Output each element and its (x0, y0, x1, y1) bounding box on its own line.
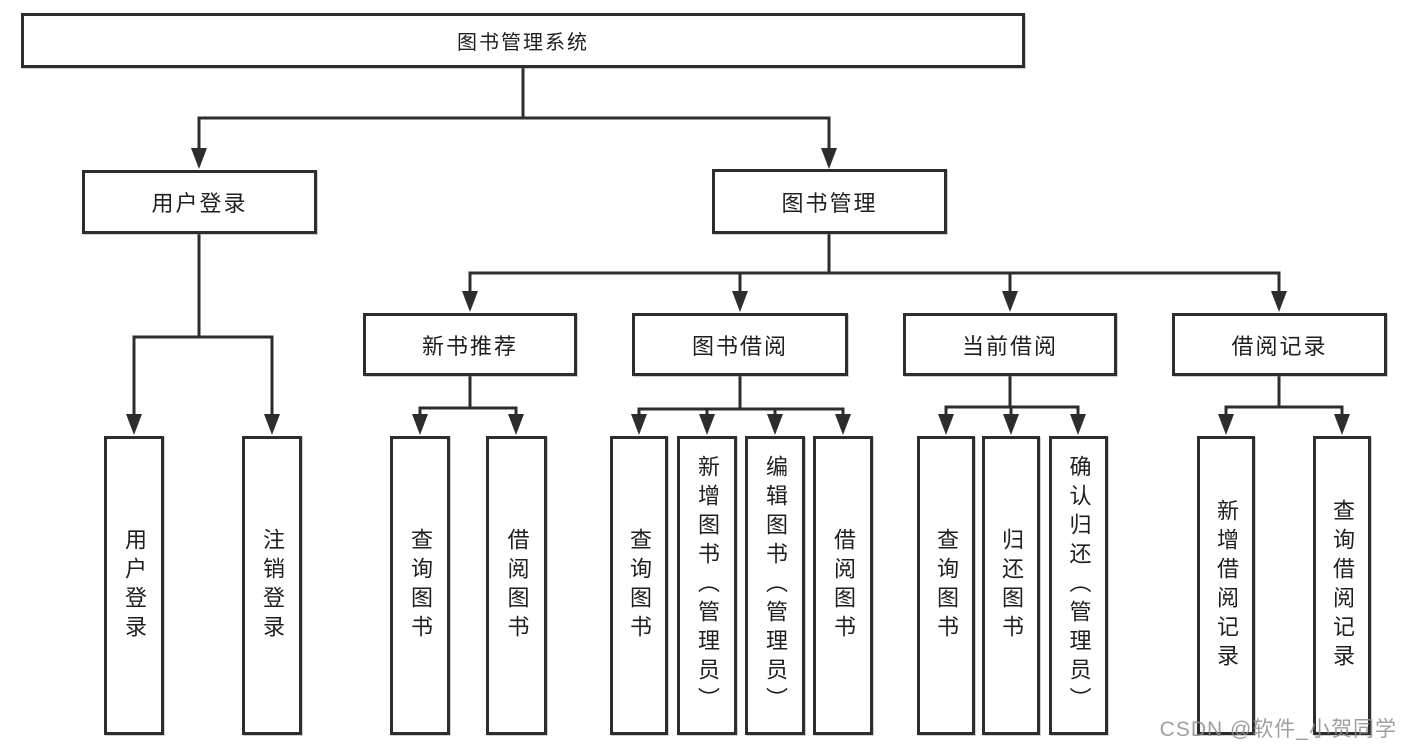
node-label: 借阅图书 (831, 527, 856, 644)
arrowhead-icons (126, 148, 1350, 435)
node-label: 图书管理系统 (457, 32, 589, 54)
node-borrowing-records: 借阅记录 (1172, 313, 1387, 376)
node-book-management: 图书管理 (712, 169, 947, 234)
leaf-add-books-admin: 新增图书（管理员） (677, 436, 737, 735)
node-label: 图书借阅 (691, 333, 788, 359)
leaf-user-login: 用户登录 (104, 436, 164, 735)
node-label: 借阅图书 (504, 527, 530, 644)
node-label: 查询图书 (408, 527, 433, 644)
node-book-borrowing: 图书借阅 (632, 313, 848, 376)
node-label: 查询图书 (627, 527, 652, 644)
node-label: 新增借阅记录 (1214, 498, 1239, 673)
node-label: 归还图书 (999, 527, 1024, 644)
node-current-borrowing: 当前借阅 (903, 313, 1117, 376)
node-new-book-recommendation: 新书推荐 (363, 313, 577, 376)
node-label: 用户登录 (151, 191, 248, 216)
leaf-query-books-current: 查询图书 (917, 436, 975, 735)
node-label: 查询借阅记录 (1330, 498, 1355, 673)
leaf-query-borrow-record: 查询借阅记录 (1313, 436, 1371, 735)
node-label: 图书管理 (781, 190, 878, 216)
node-label: 新书推荐 (421, 333, 518, 359)
leaf-borrow-books: 借阅图书 (813, 436, 873, 735)
node-label: 用户登录 (122, 527, 147, 644)
node-label: 查询图书 (934, 527, 959, 644)
leaf-add-borrow-record: 新增借阅记录 (1197, 436, 1255, 735)
node-label: 确认归还（管理员） (1066, 455, 1092, 716)
leaf-return-books: 归还图书 (982, 436, 1040, 735)
node-library-management-system: 图书管理系统 (21, 13, 1025, 68)
node-user-login: 用户登录 (82, 170, 317, 234)
leaf-logout-login: 注销登录 (242, 436, 302, 735)
node-label: 注销登录 (260, 527, 285, 644)
node-label: 编辑图书（管理员） (763, 455, 788, 716)
watermark: CSDN @软件_小贺同学 (1159, 718, 1397, 741)
leaf-confirm-return-admin: 确认归还（管理员） (1049, 436, 1108, 735)
leaf-query-books-recommend: 查询图书 (390, 436, 450, 735)
node-label: 新增图书（管理员） (695, 455, 720, 716)
leaf-query-books-borrow: 查询图书 (610, 436, 668, 735)
node-label: 借阅记录 (1231, 333, 1328, 359)
node-label: 当前借阅 (961, 333, 1058, 359)
leaf-borrow-books-recommend: 借阅图书 (486, 436, 547, 735)
leaf-edit-books-admin: 编辑图书（管理员） (745, 436, 805, 735)
